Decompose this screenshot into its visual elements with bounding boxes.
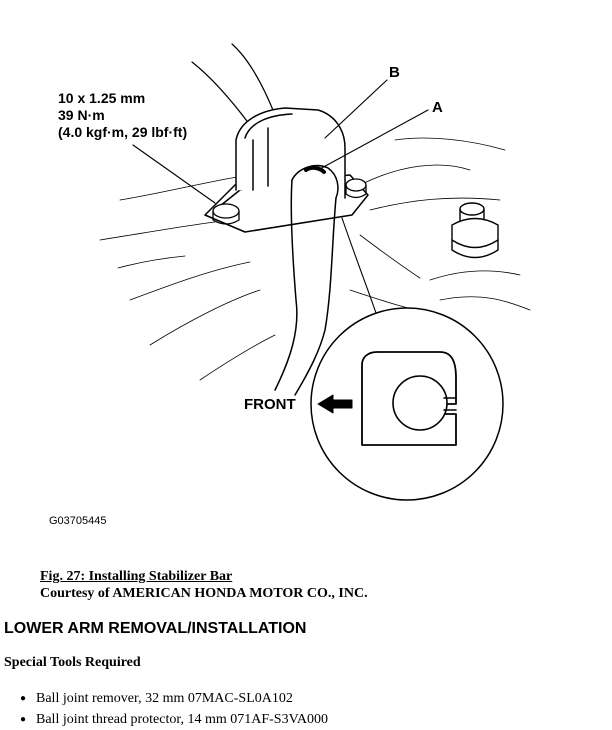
- torque-spec-nm: 39 N·m: [58, 107, 105, 123]
- caption-courtesy: Courtesy of AMERICAN HONDA MOTOR CO., IN…: [40, 586, 368, 601]
- leader-lines: [132, 79, 429, 326]
- list-item: ● Ball joint remover, 32 mm 07MAC-SL0A102: [20, 688, 328, 709]
- upper-bar: [191, 43, 276, 126]
- callout-label-b: B: [389, 64, 400, 81]
- figure-caption: Fig. 27: Installing Stabilizer Bar Court…: [40, 568, 368, 602]
- ball-joint-stud: [451, 202, 499, 259]
- bolt-size-spec: 10 x 1.25 mm: [58, 90, 146, 106]
- tools-list: ● Ball joint remover, 32 mm 07MAC-SL0A102…: [20, 688, 328, 730]
- front-direction-label: FRONT: [244, 396, 296, 413]
- special-tools-heading: Special Tools Required: [4, 655, 141, 670]
- tool-item-text: Ball joint remover, 32 mm 07MAC-SL0A102: [36, 691, 293, 706]
- bullet-icon: ●: [20, 714, 27, 725]
- callout-label-a: A: [432, 99, 443, 116]
- bullet-icon: ●: [20, 693, 27, 704]
- stabilizer-bar: [274, 164, 339, 396]
- bolt-right: [345, 178, 367, 199]
- front-arrow: [317, 394, 353, 414]
- caption-title: Fig. 27: Installing Stabilizer Bar: [40, 569, 233, 584]
- figure-code: G03705445: [49, 515, 107, 527]
- tool-item-text: Ball joint thread protector, 14 mm 071AF…: [36, 712, 328, 727]
- list-item: ● Ball joint thread protector, 14 mm 071A…: [20, 709, 328, 730]
- torque-spec-alt-units: (4.0 kgf·m, 29 lbf·ft): [58, 124, 188, 140]
- bolt-left: [212, 203, 240, 225]
- section-heading: LOWER ARM REMOVAL/INSTALLATION: [4, 620, 307, 637]
- bushing-detail-inset: [310, 307, 504, 501]
- stabilizer-bar-illustration: [99, 43, 531, 501]
